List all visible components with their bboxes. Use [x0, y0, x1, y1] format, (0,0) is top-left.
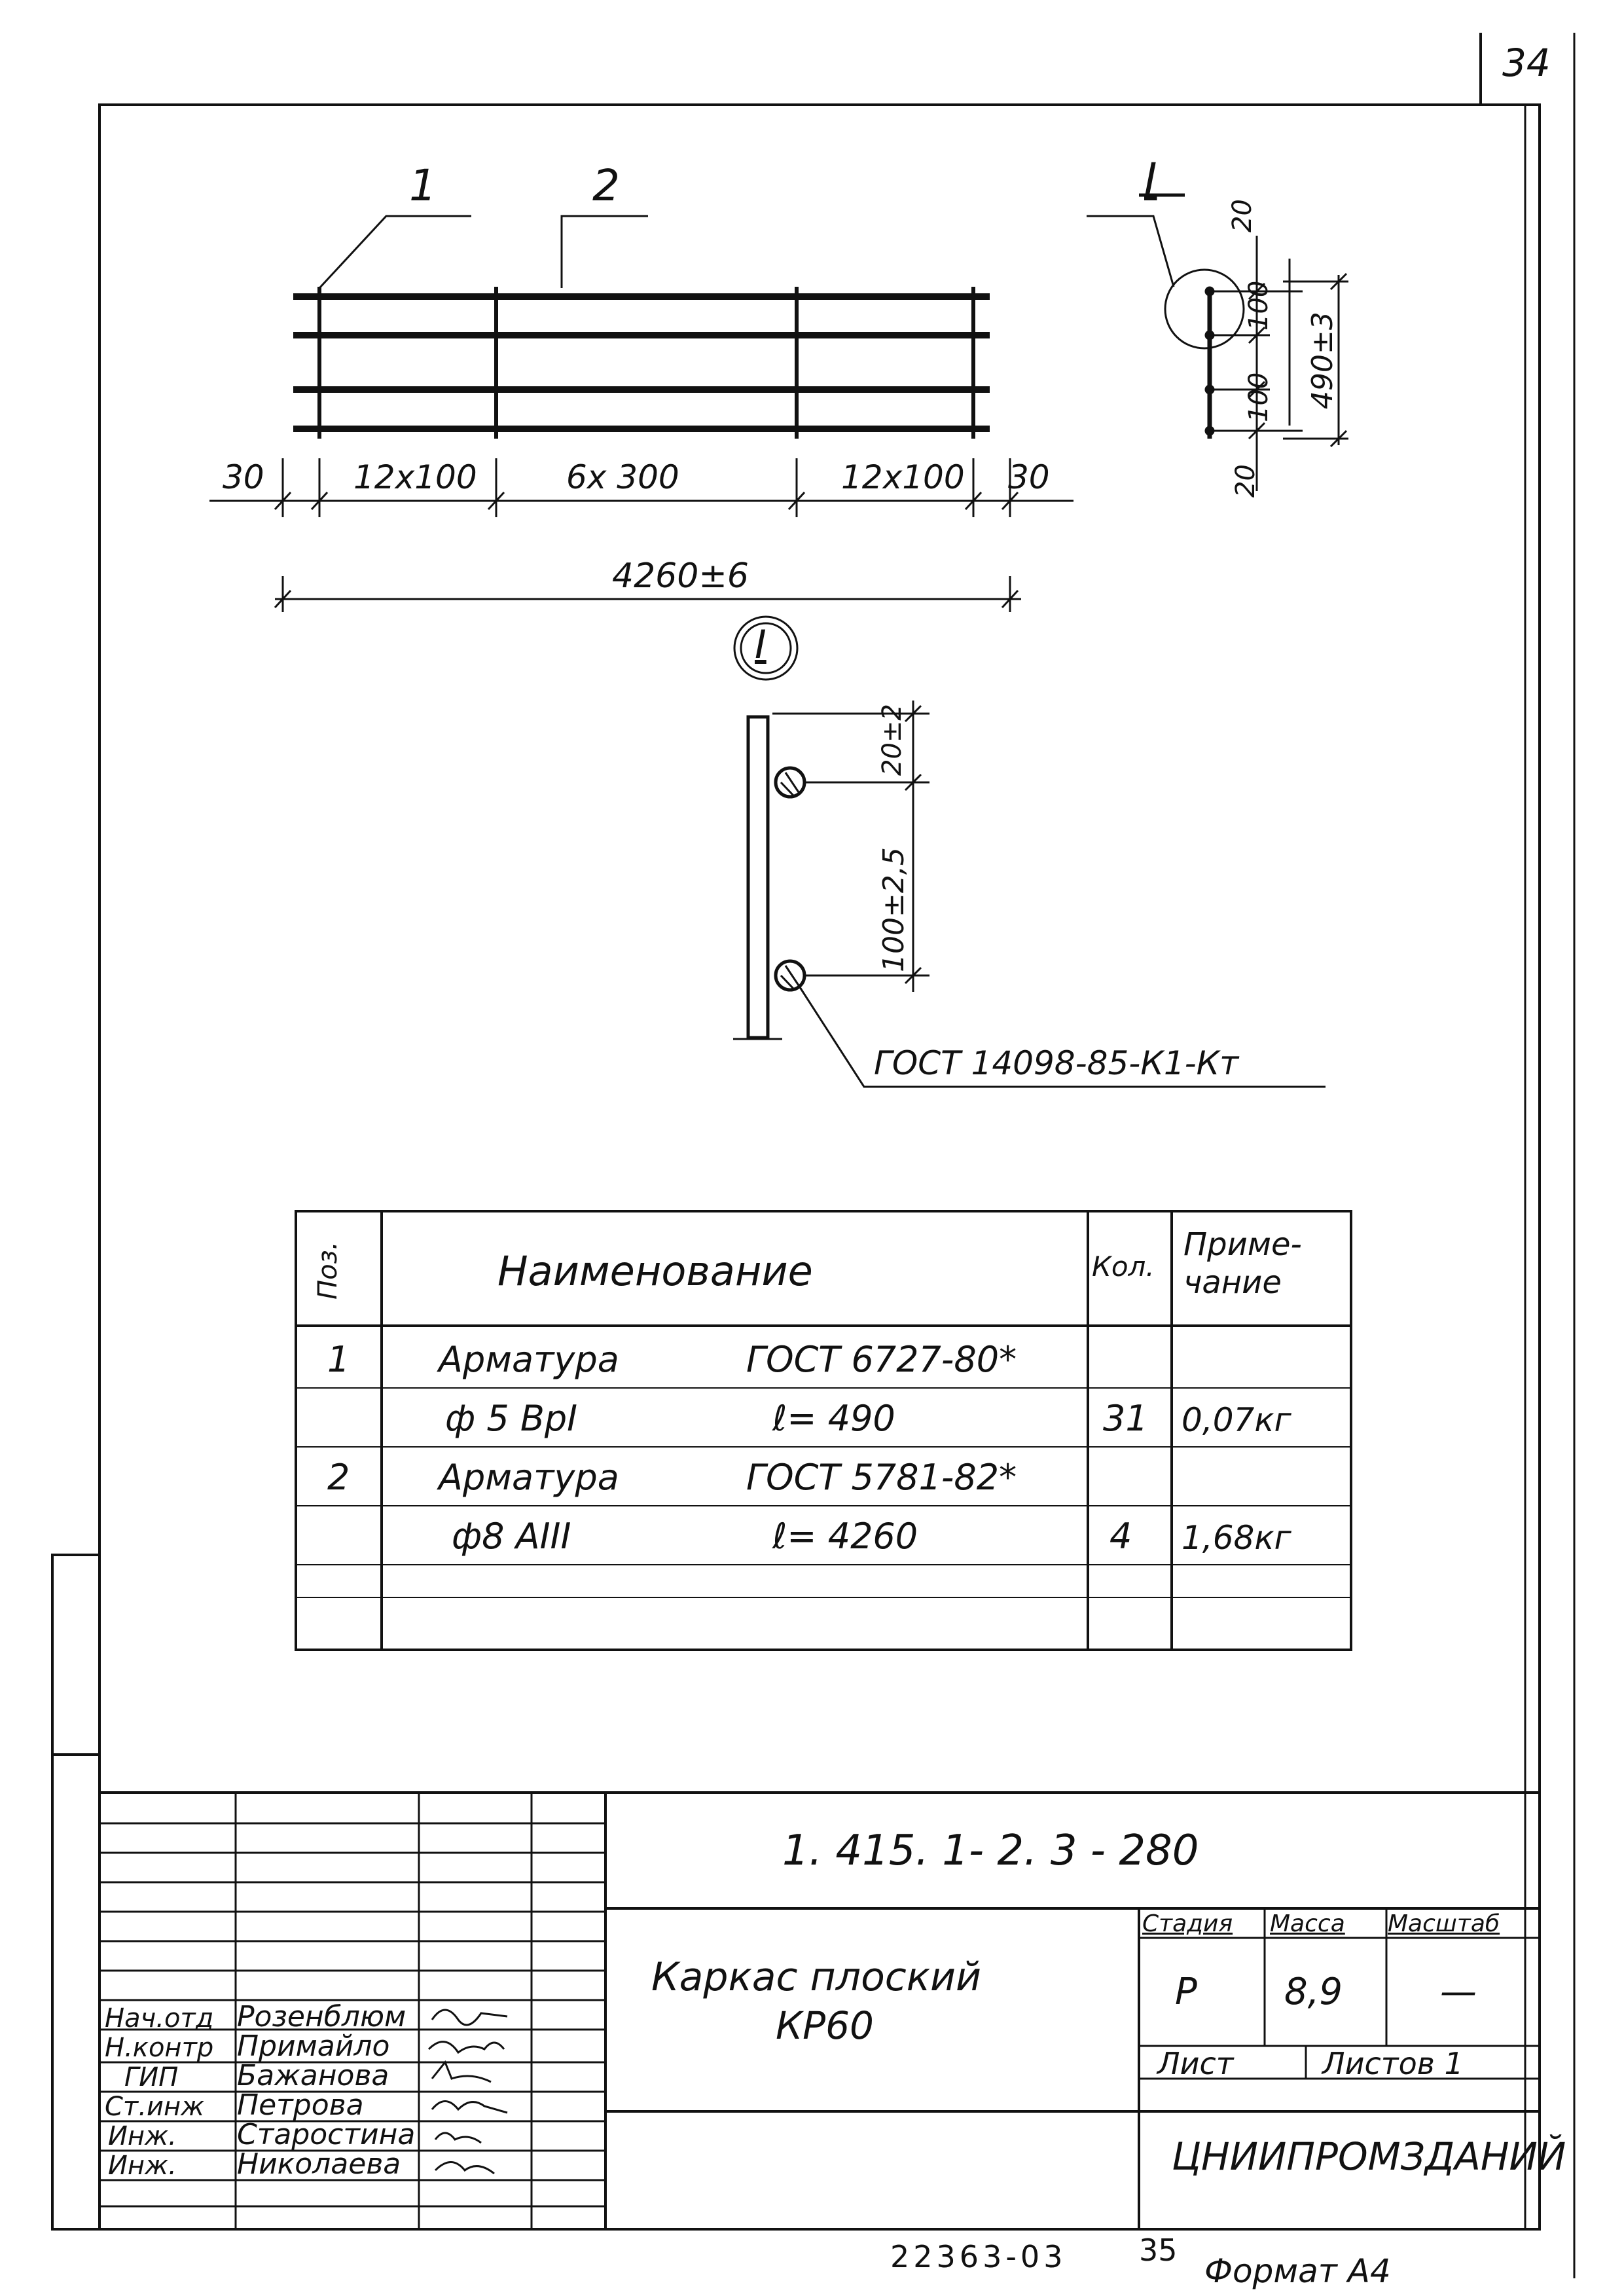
row3-pos: 2 [327, 1457, 350, 1498]
plan-overall-dim: 4260±6 [612, 556, 749, 596]
signatures [427, 2009, 508, 2175]
signature-2 [427, 2041, 505, 2054]
mass-label: Масса [1270, 1910, 1345, 1937]
signature-6 [434, 2161, 495, 2175]
spec-table-grid [295, 1210, 1352, 1651]
th-note: Приме- чание [1183, 1226, 1302, 1301]
row4-name: ф8 АIII [452, 1516, 571, 1557]
detail-weld [733, 615, 1326, 1088]
plan-dim-1: 30 [223, 458, 264, 496]
mesh-section [1087, 193, 1348, 491]
inventory-number: 22363-03 [890, 2239, 1067, 2274]
staff-role-3: ГИП [124, 2062, 179, 2092]
staff-role-6: Инж. [108, 2151, 177, 2181]
title-block-grid [99, 1791, 1540, 2229]
staff-role-4: Ст.инж [105, 2092, 205, 2122]
row4-note: 1,68кг [1182, 1519, 1291, 1557]
scale-value: — [1440, 1971, 1477, 2013]
binding-strip [51, 1554, 101, 2231]
callout-1: 1 [409, 160, 437, 211]
staff-name-2: Примайло [237, 2030, 390, 2063]
row4-qty: 4 [1110, 1516, 1132, 1557]
section-label: I [1144, 154, 1157, 204]
sheet-label: Лист [1157, 2046, 1234, 2081]
detail-dim-top: 20±2 [877, 704, 907, 776]
row1-name: Арматура [439, 1339, 619, 1380]
plan-dim-3: 6x 300 [566, 458, 679, 496]
plan-dim-5: 30 [1008, 458, 1050, 496]
staff-role-2: Н.контр [105, 2033, 214, 2063]
row2-name: ф 5 ВрI [445, 1398, 578, 1439]
th-name: Наименование [497, 1247, 813, 1295]
page-number: 35 [1139, 2232, 1178, 2268]
title-line-2: КР60 [776, 2003, 874, 2048]
sheets-label: Листов 1 [1322, 2046, 1464, 2081]
row2-qty: 31 [1103, 1398, 1148, 1439]
row2-std: ℓ= 490 [772, 1398, 895, 1439]
stage-label: Стадия [1142, 1910, 1233, 1937]
staff-role-5: Инж. [108, 2121, 177, 2151]
th-pos: Поз. [313, 1241, 343, 1300]
format-label: Формат А4 [1204, 2252, 1391, 2290]
section-dim-4: 20 [1231, 464, 1261, 498]
weld-note: ГОСТ 14098-85-К1-Кт [874, 1044, 1239, 1082]
staff-name-3: Бажанова [237, 2059, 389, 2092]
section-dim-1: 20 [1227, 199, 1257, 232]
stage-value: Р [1175, 1971, 1197, 2013]
mesh-plan [209, 215, 1074, 612]
detail-dim-mid: 100±2,5 [877, 847, 911, 972]
doc-code: 1. 415. 1- 2. 3 - 280 [782, 1827, 1199, 1875]
callout-2: 2 [592, 160, 620, 211]
staff-name-1: Розенблюм [237, 2000, 406, 2033]
sheet-number: 34 [1502, 41, 1551, 85]
organization: ЦНИИПРОМЗДАНИЙ [1172, 2134, 1566, 2179]
plan-dim-2: 12x100 [353, 458, 477, 496]
row4-std: ℓ= 4260 [772, 1516, 918, 1557]
section-dim-3: 100 [1244, 372, 1274, 422]
signature-1 [431, 2009, 508, 2026]
signature-4 [431, 2100, 508, 2114]
staff-name-5: Старостина [237, 2118, 416, 2151]
staff-name-4: Петрова [237, 2088, 364, 2122]
mass-value: 8,9 [1284, 1971, 1343, 2013]
staff-role-1: Нач.отд [105, 2003, 214, 2033]
plan-dim-4: 12x100 [841, 458, 965, 496]
signature-3 [431, 2060, 492, 2083]
detail-label: I [755, 622, 767, 668]
scale-label: Масштаб [1388, 1910, 1500, 1937]
th-qty: Кол. [1092, 1250, 1155, 1283]
row3-name: Арматура [439, 1457, 619, 1498]
section-overall-dim: 490±3 [1306, 312, 1339, 409]
row1-std: ГОСТ 6727-80* [746, 1339, 1017, 1380]
signature-5 [434, 2132, 482, 2144]
section-dim-2: 100 [1244, 280, 1274, 331]
sheet-frame [98, 103, 1541, 2231]
title-line-1: Каркас плоский [651, 1954, 982, 2000]
row3-std: ГОСТ 5781-82* [746, 1457, 1017, 1498]
staff-name-6: Николаева [237, 2147, 401, 2181]
row1-pos: 1 [327, 1339, 350, 1380]
row2-note: 0,07кг [1182, 1401, 1291, 1439]
